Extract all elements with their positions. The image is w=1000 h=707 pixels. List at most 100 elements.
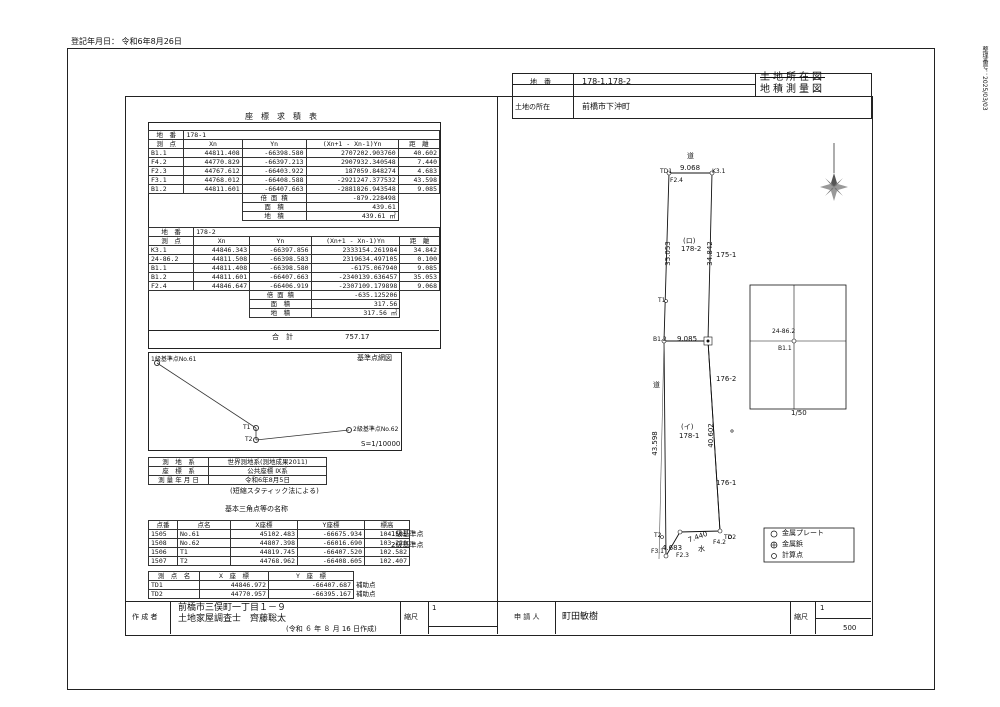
map-pt-f31: F3.1 <box>651 548 664 555</box>
ref-p1-label: 1級基準点No.61 <box>151 356 197 363</box>
lot2-value: 178-2 <box>193 227 440 237</box>
map-pt-td1: TD1 <box>660 168 673 175</box>
outer-frame <box>67 48 935 690</box>
map-pt-t1: T1 <box>658 297 666 304</box>
map-dim-left-upper: 35.053 <box>663 241 672 266</box>
map-adj-175-1: 175-1 <box>716 251 737 259</box>
author-scale-label: 縮尺 <box>404 613 418 621</box>
lot1-chiseki: 439.61 ㎡ <box>305 211 399 221</box>
doc-title-2: 地積測量図 <box>760 84 825 95</box>
lot-value: 178-1,178-2 <box>582 77 632 86</box>
inset-pt1: 24-86.2 <box>772 328 796 335</box>
map-pt-t2: T2 <box>654 532 662 539</box>
map-dim-mid: 9.085 <box>677 335 698 343</box>
total-label: 合 計 <box>272 333 293 341</box>
lot-map <box>658 143 855 563</box>
applicant-scale-label: 縮尺 <box>794 613 808 621</box>
side-note-1: 1級基準点 <box>391 530 424 538</box>
map-lot2-a: (ロ) <box>683 237 696 245</box>
lot1-label: 地 番 <box>147 130 185 140</box>
author-date: (令和 ６ 年 ８ 月 16 日作成) <box>286 625 377 633</box>
map-dim-top: 9.068 <box>680 164 701 172</box>
map-pt-td2: TD2 <box>724 534 737 541</box>
applicant-name: 町田敏樹 <box>562 612 599 622</box>
calc-title: 座 標 求 積 表 <box>245 112 317 121</box>
map-pt-f24: F2.4 <box>670 177 683 184</box>
legend-metal-plate: 金属プレート <box>782 529 824 537</box>
title-block-top <box>512 73 872 97</box>
lot2-label: 地 番 <box>147 227 195 237</box>
applicant-label: 申 請 人 <box>514 613 540 621</box>
author-name: 土地家屋調査士 齊藤聡太 <box>178 614 287 624</box>
triangulation-title: 基本三角点等の名称 <box>225 505 288 513</box>
map-water: 水 <box>698 545 705 553</box>
map-adj-176-2: 176-2 <box>716 375 737 383</box>
side-note-2: 2級基準点 <box>391 541 424 549</box>
map-pt-k3: K3.1 <box>712 168 726 175</box>
map-dim-bottom-1: 4.683 <box>662 544 683 552</box>
ref-t2: T2 <box>245 436 253 443</box>
map-dim-right-upper: 34.842 <box>705 241 714 266</box>
map-pt-b12: B1.2 <box>653 336 667 343</box>
inset-scale: 1/50 <box>791 409 807 417</box>
legend-calc-point: 計算点 <box>782 551 803 559</box>
registration-date: 登記年月日： 令和6年8月26日 <box>71 37 182 46</box>
survey-info-table: 測 地 系世界測地系(測地成果2011) 座 標 系公共座標 Ⅸ系 測 量 年 … <box>148 457 327 485</box>
doc-title-1: 土地所在図 <box>760 72 825 83</box>
map-lot1-b: 178-1 <box>679 432 700 440</box>
map-dim-right-lower: 40.602 <box>706 423 715 448</box>
author-label: 作 成 者 <box>132 613 158 621</box>
map-pt-f23: F2.3 <box>676 552 689 559</box>
applicant-scale-denom: 500 <box>843 624 857 632</box>
lot1-value: 178-1 <box>183 130 440 140</box>
map-road-left: 道 <box>653 381 660 389</box>
author-address: 前橋市三俣町一丁目１－９ <box>178 603 287 613</box>
map-adj-176-1: 176-1 <box>716 479 737 487</box>
map-dim-left-lower: 43.598 <box>650 431 659 456</box>
lot-label: 地 番 <box>530 78 551 86</box>
location-row <box>512 96 872 119</box>
survey-note: (短縮スタティック法による) <box>230 487 319 495</box>
map-pt-f42: F4.2 <box>713 539 726 546</box>
location-label: 土地の所在 <box>515 103 550 111</box>
ref-scale: S=1/10000 <box>361 440 401 448</box>
legend-metal-tack: 金属鋲 <box>782 540 803 548</box>
inset-pt2: B1.1 <box>778 345 792 352</box>
map-lot2-b: 178-2 <box>681 245 702 253</box>
side-stamp: 整理番号：2025/03/03 <box>981 46 988 111</box>
ref-p2-label: 2級基準点No.62 <box>353 426 399 433</box>
lot2-chiseki: 317.56 ㎡ <box>310 308 401 318</box>
inner-frame <box>125 96 873 636</box>
total-value: 757.17 <box>345 333 370 341</box>
ref-title: 基準点網図 <box>357 354 392 362</box>
reference-diagram: 1級基準点No.61 基準点網図 T1 T2 2級基準点No.62 S=1/10… <box>148 352 402 451</box>
location-value: 前橋市下沖町 <box>582 102 630 111</box>
map-road-top: 道 <box>687 152 694 160</box>
author-scale-value: 1 <box>432 604 437 612</box>
map-lot1-a: (イ) <box>681 423 694 431</box>
center-divider <box>497 96 498 634</box>
applicant-scale-value: 1 <box>820 604 825 612</box>
north-arrow-icon <box>820 143 848 201</box>
ref-t1: T1 <box>243 424 251 431</box>
